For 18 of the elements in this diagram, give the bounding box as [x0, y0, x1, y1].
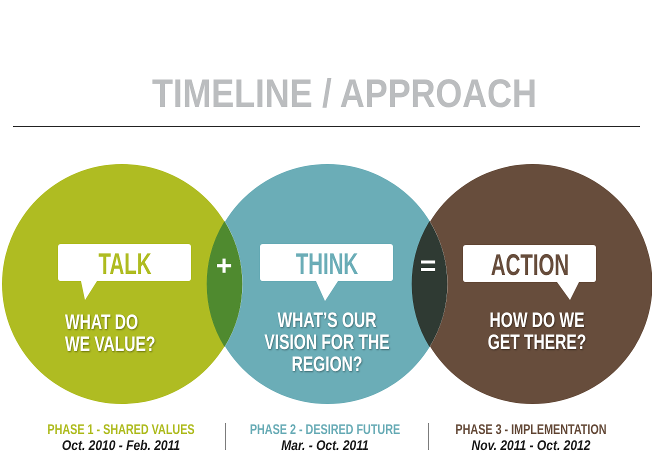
speech-bubble [260, 244, 393, 301]
page-title: TIMELINE / APPROACH [152, 74, 537, 114]
math-operator: + [216, 252, 232, 280]
question-text: HOW DO WE GET THERE? [486, 310, 588, 354]
phase-heading: PHASE 2 - DESIRED FUTURE [250, 421, 400, 437]
date-range: Mar. - Oct. 2011 [281, 437, 369, 453]
speech-bubble [463, 245, 596, 300]
date-range: Oct. 2010 - Feb. 2011 [62, 437, 180, 453]
phase-heading: PHASE 3 - IMPLEMENTATION [455, 421, 607, 437]
bubble-heading: ACTION [490, 248, 569, 284]
bubble-heading: THINK [295, 247, 358, 283]
question-text: WHAT’S OUR VISION FOR THE REGION? [263, 310, 391, 376]
math-operator: = [420, 252, 436, 280]
phase-heading: PHASE 1 - SHARED VALUES [47, 421, 195, 437]
date-range: Nov. 2011 - Oct. 2012 [472, 437, 590, 453]
speech-bubble [58, 244, 191, 300]
question-text: WHAT DO WE VALUE? [65, 312, 156, 356]
bubble-heading: TALK [98, 247, 151, 283]
